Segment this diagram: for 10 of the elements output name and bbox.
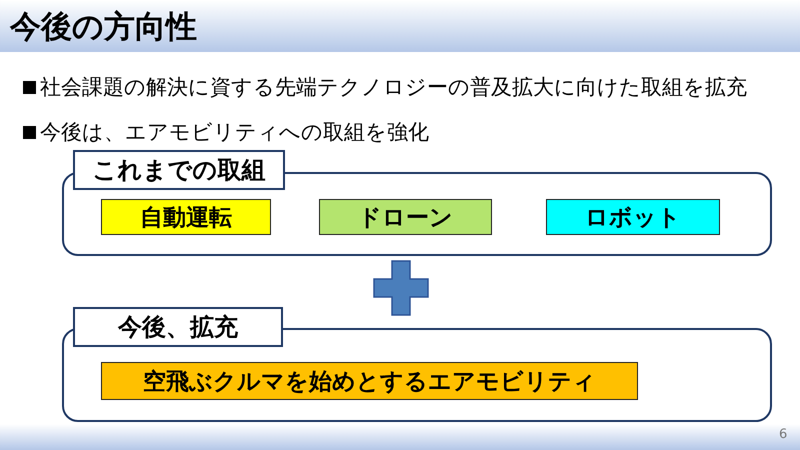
category-box: 自動運転: [101, 199, 271, 235]
slide-title: 今後の方向性: [10, 8, 197, 47]
panel-heading: 今後、拡充: [73, 307, 283, 347]
panel-heading: これまでの取組: [73, 150, 285, 190]
bullet-text: 今後は、エアモビリティへの取組を強化: [40, 119, 429, 146]
bullet-text: 社会課題の解決に資する先端テクノロジーの普及拡大に向けた取組を拡充: [40, 74, 747, 101]
page-number: 6: [779, 427, 788, 442]
category-box: 空飛ぶクルマを始めとするエアモビリティ: [101, 362, 638, 400]
category-box: ドローン: [319, 199, 492, 235]
category-box: ロボット: [546, 199, 720, 235]
